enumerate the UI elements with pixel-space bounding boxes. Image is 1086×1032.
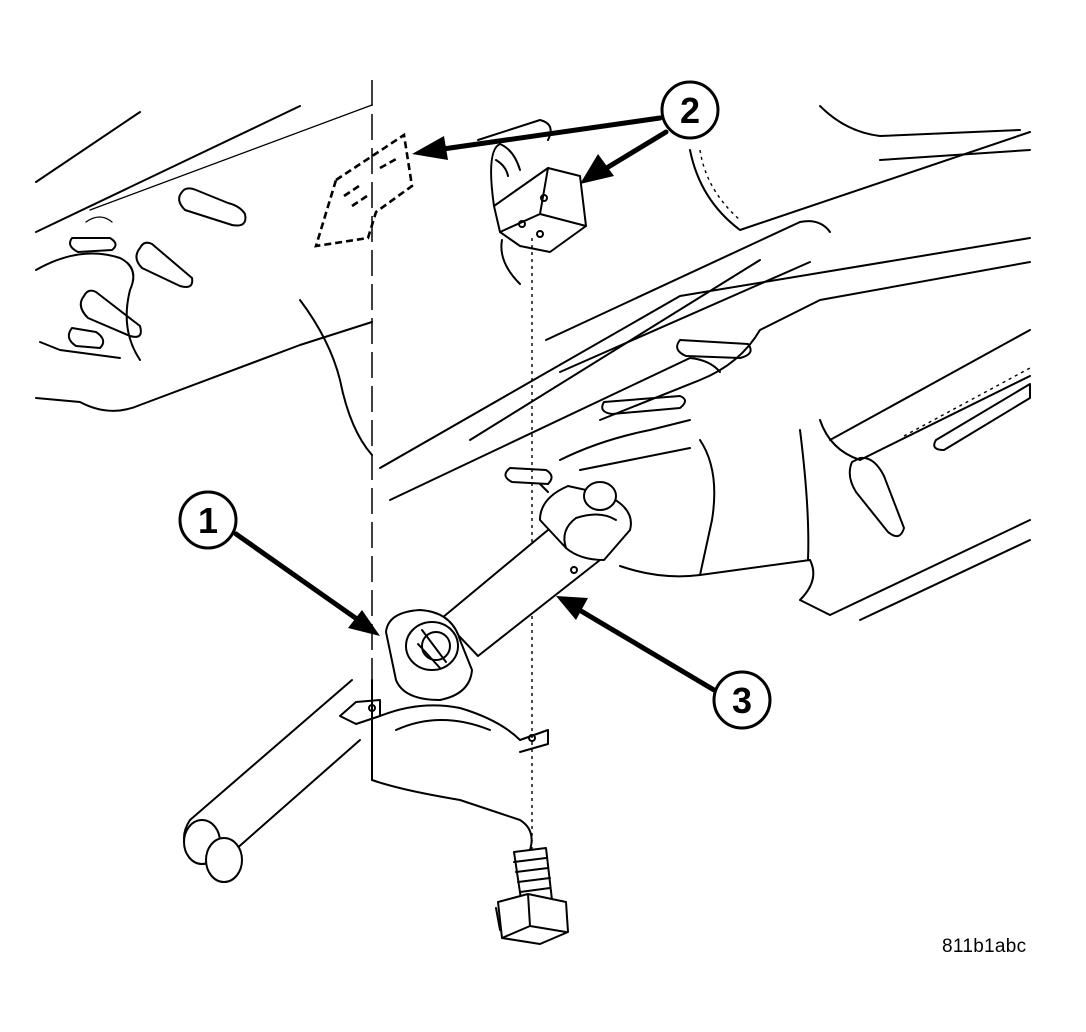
floor-slots-left (39, 187, 247, 359)
cross-member (183, 679, 549, 883)
strut-assembly (385, 481, 632, 701)
figure-code: 811b1abc (942, 936, 1027, 957)
callout-3: 3 (556, 596, 772, 730)
callout-3-number: 3 (732, 680, 752, 721)
callout-1: 1 (178, 490, 380, 636)
mounting-bracket (490, 143, 587, 285)
callout-1-circle (178, 490, 238, 550)
bolt (495, 847, 569, 945)
right-floor-structure (379, 105, 1031, 621)
callout-2-number: 2 (680, 90, 700, 131)
alignment-lines (371, 80, 533, 880)
callout-2: 2 (412, 80, 720, 184)
callout-3-circle (712, 670, 772, 730)
callout-1-number: 1 (198, 500, 218, 541)
floor-slots-right (504, 339, 1031, 538)
hidden-bracket-outline (314, 132, 414, 248)
left-floor-pan (35, 104, 414, 456)
callout-2-circle (660, 80, 720, 140)
